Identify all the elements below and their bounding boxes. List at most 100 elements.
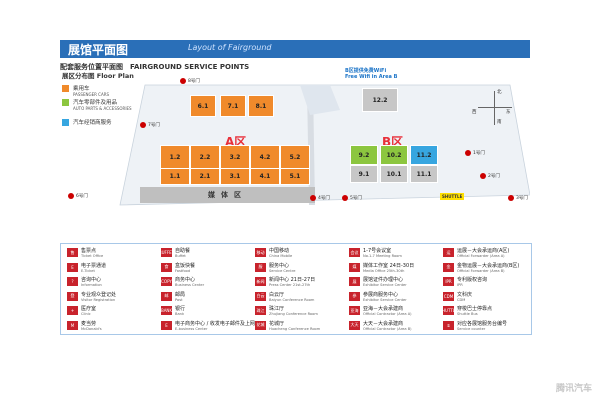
service-icon: 移动 [255, 248, 266, 257]
service-icon: 珠江 [255, 306, 266, 315]
service-icon: 食 [161, 262, 172, 272]
service-label: 专业观众登记处 [81, 291, 117, 298]
service-icon: 展 [349, 277, 360, 286]
service-label-en: IPR [457, 283, 463, 287]
gate-5-label: 5号门 [350, 196, 362, 201]
service-icon: 花城 [255, 320, 266, 330]
service-label: 对应各展馆服务台编号 [457, 320, 508, 327]
service-icon: ① [443, 320, 454, 330]
service-icon: 白云 [255, 291, 266, 301]
service-label-en: Visitor Registration [81, 297, 116, 302]
service-label-en: CDM [457, 297, 466, 302]
service-label-en: Official Contractor (Area A) [363, 312, 412, 316]
service-label-en: Service Centre [269, 268, 296, 273]
service-label: 媒体工作室 24日-30日 [363, 262, 415, 269]
hall-3-2[interactable]: 3.2 [220, 145, 250, 169]
hall-7-1[interactable]: 7.1 [220, 95, 246, 117]
service-icon: 媒 [349, 262, 360, 272]
shuttle-stop-badge: SHUTTLE [440, 193, 465, 200]
legend-label: 汽车经销商服务 [73, 120, 112, 126]
service-icon: IPR [443, 277, 454, 286]
hall-10-2[interactable]: 10.2 [380, 145, 408, 165]
hall-10-1[interactable]: 10.1 [380, 165, 408, 183]
hall-1-2[interactable]: 1.2 [160, 145, 190, 169]
hall-2-2[interactable]: 2.2 [190, 145, 220, 169]
service-label: 专利版权咨询 [457, 277, 488, 283]
service-label-en: Fastfood [175, 268, 191, 273]
compass-west: 西 [472, 110, 477, 115]
hall-8-1[interactable]: 8.1 [248, 95, 274, 117]
service-label-en: Bank [175, 312, 185, 316]
hall-5-2[interactable]: 5.2 [280, 145, 310, 169]
hall-5-1[interactable]: 5.1 [280, 168, 310, 185]
service-icon: 会议 [349, 248, 360, 257]
legend-swatch-green [62, 98, 69, 106]
service-label: 麦当劳 [81, 320, 97, 327]
service-icon: 新闻 [255, 277, 266, 286]
service-icon: 服 [255, 262, 266, 272]
service-label: 展馆证件办理中心 [363, 277, 404, 283]
wifi-note-en: Free Wifi in Area B [345, 74, 398, 80]
hall-1-1[interactable]: 1.1 [160, 168, 190, 185]
compass-ns-line [494, 91, 495, 125]
gate-5-icon [342, 195, 348, 201]
service-icon: BUFFET [158, 248, 175, 257]
service-icon: BANK [160, 306, 173, 315]
service-icon: SHUTTLE [439, 306, 458, 315]
service-label-en: Huacheng Conference Room [269, 326, 321, 331]
gate-3-icon [508, 195, 514, 201]
service-icon: 参 [349, 291, 360, 301]
service-icon: E [161, 320, 172, 330]
hall-11-2[interactable]: 11.2 [410, 145, 438, 165]
service-label: 运展－大会承运商(A区) [457, 248, 510, 254]
service-label-en: Official Forwarder (Area B) [457, 268, 505, 273]
gate-7-icon [140, 122, 146, 128]
service-label: 1-7号会议室 [363, 248, 392, 254]
hall-6-1[interactable]: 6.1 [190, 95, 216, 117]
service-label-en: Buffet [175, 254, 186, 258]
service-icon: M [67, 320, 78, 330]
hall-4-1[interactable]: 4.1 [250, 168, 280, 185]
banner: 展馆平面图 Layout of Fairground [60, 40, 530, 58]
service-icon: ? [67, 277, 78, 286]
hall-9-2[interactable]: 9.2 [350, 145, 378, 165]
service-text: 金物运展－大会承运商(B区)Official Forwarder (Area B… [457, 263, 519, 273]
hall-12-2[interactable]: 12.2 [362, 88, 398, 112]
service-icon: CDM [443, 291, 454, 301]
floor-map: 展区分布图 Floor Plan 乘用车 PASSENGER CARS 汽车零部… [60, 65, 530, 230]
hall-3-1[interactable]: 3.1 [220, 168, 250, 185]
service-icon: COPY [161, 277, 172, 286]
hall-9-1[interactable]: 9.1 [350, 165, 378, 183]
page-title: 展馆平面图 [68, 43, 129, 57]
service-label-en: Information [81, 283, 102, 287]
gate-7-label: 7号门 [148, 123, 160, 128]
hall-2-1[interactable]: 2.1 [190, 168, 220, 185]
service-label: 电子票通道 [81, 262, 107, 269]
hall-4-2[interactable]: 4.2 [250, 145, 280, 169]
service-label-en: Exhibitor Service Center [363, 297, 407, 302]
hall-11-1[interactable]: 11.1 [410, 165, 438, 183]
